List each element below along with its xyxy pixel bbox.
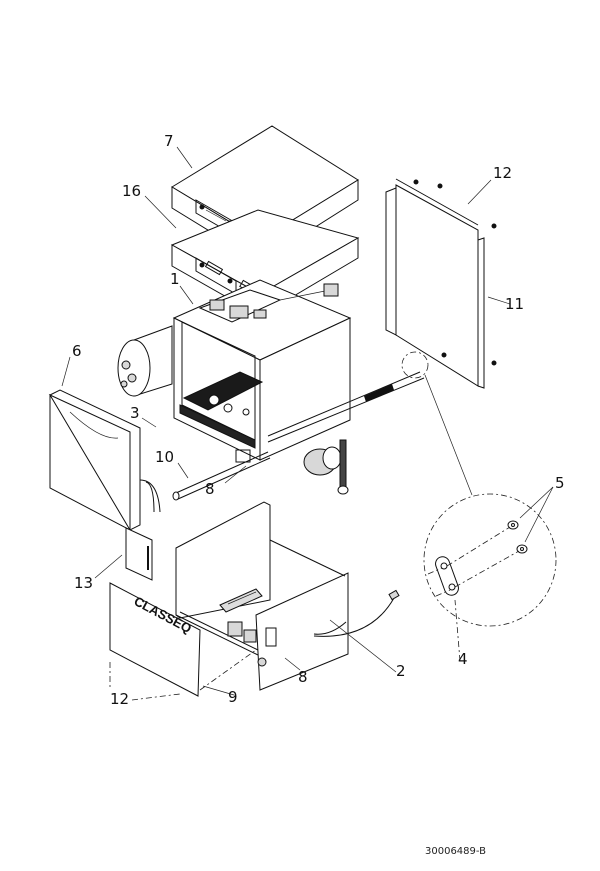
callout-8-upper: 8 <box>205 480 215 498</box>
main-chassis-part <box>172 279 352 463</box>
leader-lines <box>61 146 554 701</box>
boiler-tank-part <box>117 325 173 397</box>
callout-12-lower: 12 <box>110 690 130 708</box>
callout-6: 6 <box>72 342 82 360</box>
label-plate-part <box>125 527 153 581</box>
document-number: 30006489-B <box>425 846 487 857</box>
door-part <box>48 389 161 532</box>
callout-16: 16 <box>122 182 142 200</box>
callout-9: 9 <box>228 688 238 706</box>
callout-7: 7 <box>164 132 174 150</box>
callout-4: 4 <box>458 650 468 668</box>
drain-hose-part <box>172 371 425 501</box>
base-frame-part <box>175 501 400 691</box>
callout-5: 5 <box>555 474 565 492</box>
callout-2: 2 <box>396 662 406 680</box>
detail-view <box>401 351 557 627</box>
callout-11: 11 <box>505 295 525 313</box>
callout-1: 1 <box>170 270 180 288</box>
callout-3: 3 <box>130 404 140 422</box>
callout-13: 13 <box>74 574 94 592</box>
callout-12-upper: 12 <box>493 164 513 182</box>
callout-8-lower: 8 <box>298 668 308 686</box>
side-panel-part <box>385 178 497 389</box>
callout-10: 10 <box>155 448 175 466</box>
